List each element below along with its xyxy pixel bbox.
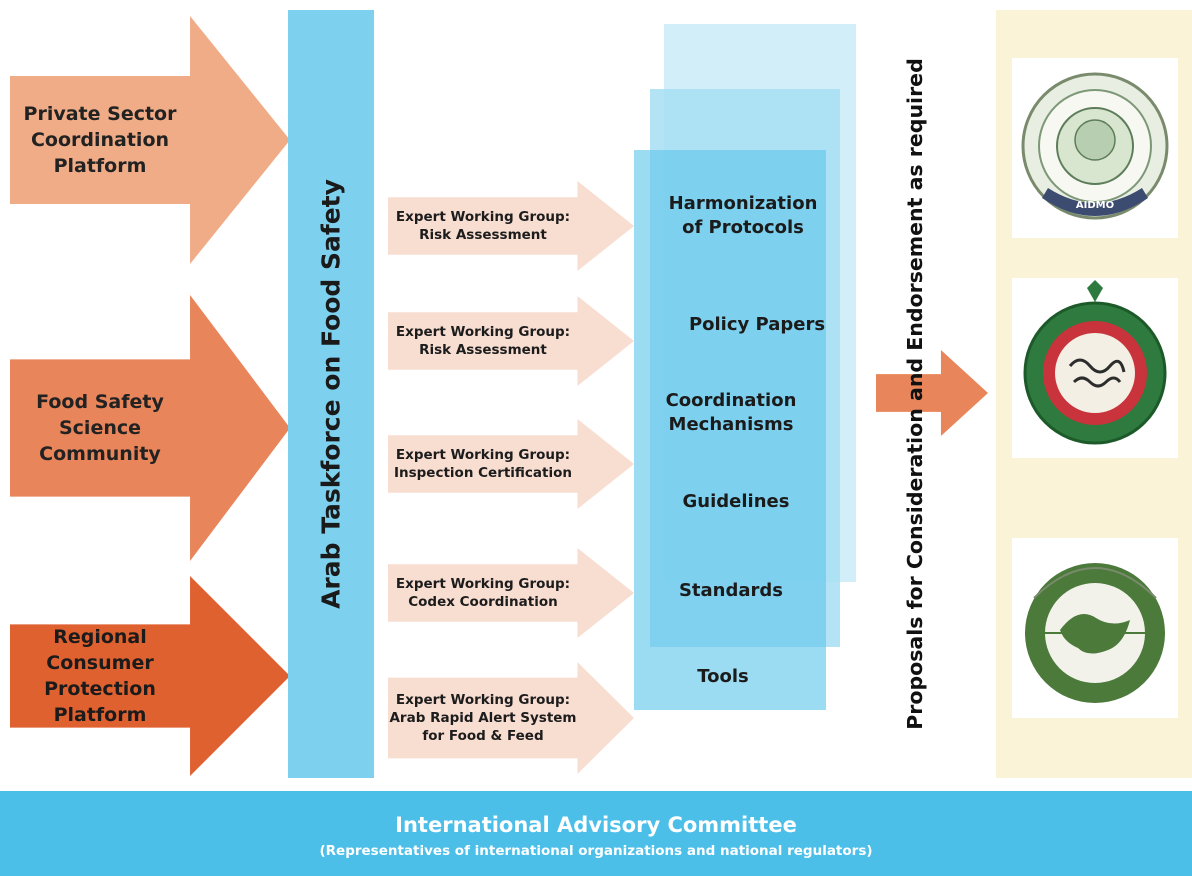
ewg-arrow-codex-coordination: Expert Working Group: Codex Coordination [388,548,634,638]
input-arrow-science-community: Food Safety Science Community [10,295,290,561]
ewg-label: Expert Working Group: Risk Assessment [395,323,571,358]
committee-title: International Advisory Committee [395,813,797,837]
ewg-arrow-rapid-alert-system: Expert Working Group: Arab Rapid Alert S… [388,662,634,774]
output-policy-papers: Policy Papers [688,314,826,335]
logo-panel: AIDMO [996,10,1192,778]
output-standards: Standards [678,580,784,601]
proposals-bar: Proposals for Consideration and Endorsem… [875,10,955,778]
ewg-arrow-risk-assessment-1: Expert Working Group: Risk Assessment [388,181,634,271]
input-label-private-sector: Private Sector Coordination Platform [23,102,177,177]
arab-league-emblem [1012,278,1178,458]
ewg-label: Expert Working Group: Risk Assessment [395,208,571,243]
aidmo-emblem: AIDMO [1012,58,1178,238]
ewg-label: Expert Working Group: Arab Rapid Alert S… [389,691,577,744]
ewg-arrow-risk-assessment-2: Expert Working Group: Risk Assessment [388,296,634,386]
ewg-arrow-inspection-certification: Expert Working Group: Inspection Certifi… [388,419,634,509]
advisory-committee-bar: International Advisory Committee (Repres… [0,791,1192,876]
output-coordination-mechanisms: Coordination Mechanisms [665,390,797,435]
input-arrow-consumer-protection: Regional Consumer Protection Platform [10,576,290,776]
input-label-science-community: Food Safety Science Community [36,390,164,465]
output-panel-front [634,150,826,710]
aoad-emblem [1012,538,1178,718]
ewg-label: Expert Working Group: Codex Coordination [395,575,571,610]
output-guidelines: Guidelines [682,491,790,512]
taskforce-bar: Arab Taskforce on Food Safety [288,10,374,778]
ewg-label: Expert Working Group: Inspection Certifi… [393,446,573,481]
taskforce-label: Arab Taskforce on Food Safety [316,179,346,609]
input-label-consumer-protection: Regional Consumer Protection Platform [44,625,156,726]
proposals-label: Proposals for Consideration and Endorsem… [903,58,927,730]
aidmo-logo-text: AIDMO [1076,200,1114,211]
committee-subtitle: (Representatives of international organi… [319,843,873,859]
output-tools: Tools [697,666,749,687]
input-arrow-private-sector: Private Sector Coordination Platform [10,16,290,264]
output-harmonization: Harmonization of Protocols [668,193,818,238]
